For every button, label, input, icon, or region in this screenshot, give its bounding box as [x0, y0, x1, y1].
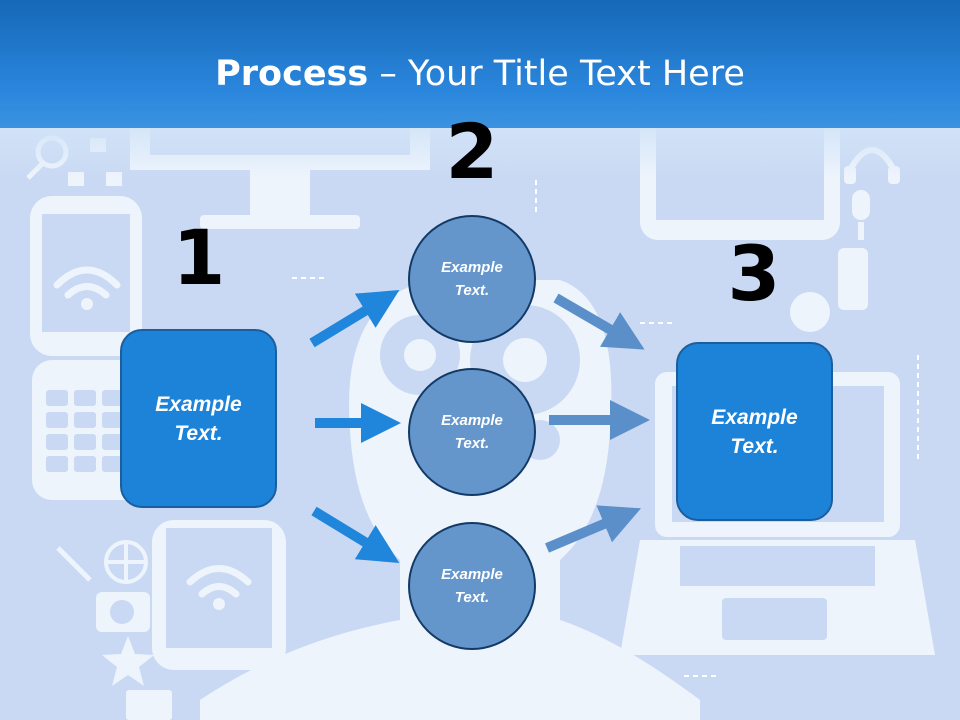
step-3-number: 3 [727, 229, 781, 318]
mobile-phone-icon [30, 196, 142, 356]
head-silhouette-icon [200, 280, 700, 720]
circle-top[interactable]: Example Text. [408, 215, 536, 343]
circle-bottom-text: Example Text. [441, 566, 503, 606]
upload-icon [790, 292, 830, 332]
circle-top-text: Example Text. [441, 259, 503, 299]
title-bar [0, 0, 960, 128]
circle-bottom[interactable]: Example Text. [408, 522, 536, 650]
step-1-box-text: Example Text. [155, 392, 242, 445]
step-1-box[interactable]: Example Text. [120, 329, 277, 508]
circle-middle-text: Example Text. [441, 412, 503, 452]
circle-middle[interactable]: Example Text. [408, 368, 536, 496]
title-bar-fade [0, 128, 960, 178]
star-icon [102, 636, 154, 686]
slide-title: Process – Your Title Text Here [0, 52, 960, 96]
microphone-icon [852, 190, 870, 240]
step-1-number: 1 [172, 213, 226, 302]
step-3-box[interactable]: Example Text. [676, 342, 833, 521]
step-2-number: 2 [445, 107, 499, 196]
globe-icon [104, 540, 148, 584]
title-bold: Process [215, 54, 369, 94]
title-rest: – Your Title Text Here [368, 54, 745, 94]
paperclip-icon [56, 546, 92, 582]
step-3-box-text: Example Text. [711, 405, 798, 458]
wifi-icon [53, 266, 121, 299]
